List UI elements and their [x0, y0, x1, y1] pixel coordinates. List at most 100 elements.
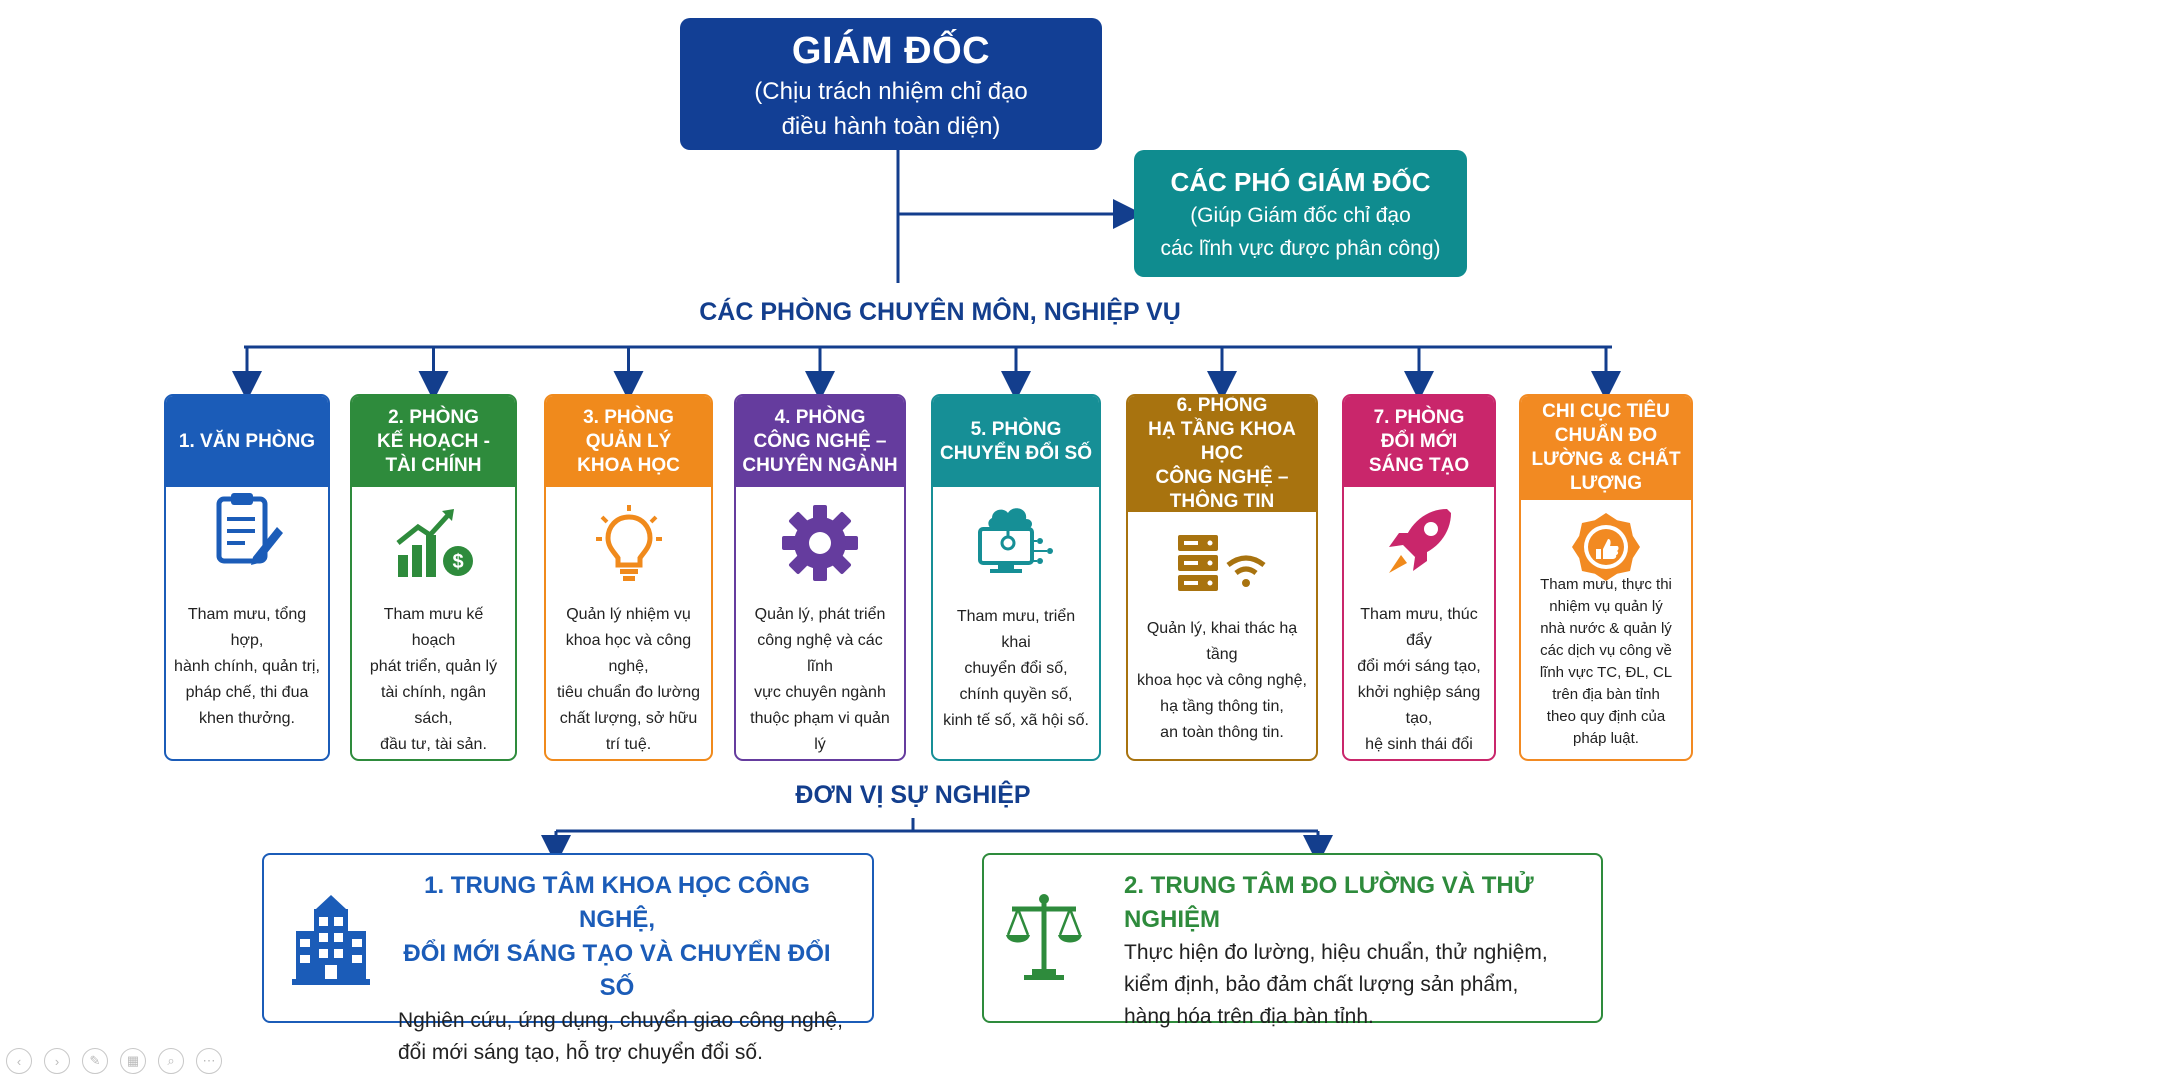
department-description-line: lĩnh vực TC, ĐL, CL	[1539, 664, 1673, 681]
department-description-line: chuyển đổi số,	[964, 660, 1068, 677]
department-title-line: QUẢN LÝ	[585, 430, 672, 452]
department-description-line: đầu tư, tài sản.	[380, 736, 487, 753]
server-wifi-icon	[1128, 524, 1316, 604]
department-title-line: THÔNG TIN	[1169, 491, 1275, 512]
department-description: Tham mưu, triển khai chuyển đổi số, chính …	[933, 604, 1099, 734]
department-description-line: các dịch vụ công về	[1540, 642, 1672, 659]
director-subtitle-line-1: (Chịu trách nhiệm chỉ đạo	[754, 78, 1028, 105]
department-description-line: nhiệm vụ quản lý	[1549, 598, 1663, 615]
zoom-icon[interactable]: ⌕	[158, 1048, 184, 1074]
unit-description-line: đổi mới sáng tạo, hỗ trợ chuyển đổi số.	[398, 1041, 763, 1064]
deputy-subtitle-line-1: (Giúp Giám đốc chỉ đạo	[1190, 204, 1411, 227]
department-description-line: hệ sinh thái đổi mới	[1365, 736, 1473, 753]
department-description-line: khởi nghiệp sáng tạo,	[1357, 684, 1481, 727]
department-title-line: CHUYỂN ĐỔI SỐ	[939, 442, 1093, 464]
quality-badge-icon	[1521, 507, 1691, 587]
unit-title-line: 1. TRUNG TÂM KHOA HỌC CÔNG NGHỆ,	[424, 872, 810, 933]
department-title-line: 5. PHÒNG	[970, 418, 1062, 440]
department-title-line: 3. PHÒNG	[583, 406, 674, 428]
department-description-line: kinh tế số, xã hội số.	[943, 712, 1089, 729]
department-description: Tham mưu, tổng hợp,hành chính, quản trị,…	[166, 602, 328, 732]
unit-description-line: Nghiên cứu, ứng dụng, chuyển giao công n…	[398, 1009, 843, 1032]
department-description-line: chính quyền số,	[959, 686, 1073, 703]
department-description-line: chất lượng, sở hữu	[559, 710, 698, 727]
department-description-line: pháp chế, thi đua	[185, 684, 309, 701]
department-title-line: 6. PHÒNG	[1176, 395, 1268, 416]
department-title-line: 2. PHÒNG	[388, 406, 479, 428]
department-description-line: khoa học và công nghệ,	[565, 632, 692, 675]
department-description-line: Quản lý, khai thác hạ tầng	[1146, 620, 1298, 663]
department-title-line: 4. PHÒNG	[774, 406, 866, 428]
department-description-line: phát triển, quản lý	[369, 658, 498, 675]
building-icon	[288, 891, 374, 992]
department-title-line: 1. VĂN PHÒNG	[178, 430, 316, 452]
next-slide-icon[interactable]: ›	[44, 1048, 70, 1074]
department-description-line: Quản lý nhiệm vụ	[566, 606, 691, 623]
department-description-line: Tham mưu kế hoạch	[383, 606, 484, 649]
director-title: GIÁM ĐỐC	[791, 30, 991, 72]
department-description-line: pháp luật.	[1573, 730, 1639, 747]
department-description-line: khoa học và công nghệ,	[1137, 672, 1307, 689]
svg-text:$: $	[452, 551, 463, 573]
department-title-line: CHUẨN ĐO	[1554, 425, 1658, 446]
department-description-line: an toàn thông tin.	[1160, 724, 1284, 741]
department-description-line: Tham mưu, triển khai	[956, 608, 1076, 651]
gear-icon	[736, 503, 904, 583]
unit-description-line: Thực hiện đo lường, hiệu chuẩn, thử nghi…	[1124, 941, 1548, 964]
department-title-line: CHI CỤC TIÊU	[1542, 401, 1670, 422]
department-description-line: thuộc phạm vi quản lý	[750, 710, 890, 753]
deputy-box: CÁC PHÓ GIÁM ĐỐC (Giúp Giám đốc chỉ đạo …	[1134, 150, 1467, 277]
department-title-line: KHOA HỌC	[577, 454, 680, 476]
director-subtitle-line-2: điều hành toàn diện)	[781, 113, 1001, 140]
pen-icon[interactable]: ✎	[82, 1048, 108, 1074]
unit-text: 1. TRUNG TÂM KHOA HỌC CÔNG NGHỆ,ĐỔI MỚI …	[398, 869, 856, 1069]
department-title-line: CÔNG NGHỆ –	[1155, 467, 1289, 488]
unit-title-line: 2. TRUNG TÂM ĐO LƯỜNG VÀ THỬ NGHIỆM	[1124, 872, 1534, 933]
department-description: Tham mưu kế hoạch phát triển, quản lý tài …	[352, 602, 515, 758]
department-description-line: Tham mưu, thúc đẩy	[1360, 606, 1478, 649]
unit-box-science-center: 1. TRUNG TÂM KHOA HỌC CÔNG NGHỆ,ĐỔI MỚI …	[262, 853, 874, 1064]
unit-description-line: kiểm định, bảo đảm chất lượng sản phẩm,	[1124, 973, 1519, 996]
more-icon[interactable]: ⋯	[196, 1048, 222, 1074]
org-chart: GIÁM ĐỐC (Chịu trách nhiệm chỉ đạo điều …	[164, 18, 1693, 1064]
prev-slide-icon[interactable]: ‹	[6, 1048, 32, 1074]
department-header: 1. VĂN PHÒNG	[166, 396, 328, 487]
unit-box-measurement-center: 2. TRUNG TÂM ĐO LƯỜNG VÀ THỬ NGHIỆM Thực …	[982, 853, 1603, 1028]
department-description-line: khen thưởng.	[199, 710, 295, 727]
slides-icon[interactable]: ▦	[120, 1048, 146, 1074]
department-title-line: CHUYÊN NGÀNH	[742, 454, 898, 476]
department-description-line: trí tuệ.	[605, 736, 652, 753]
department-description-line: hành chính, quản trị,	[174, 658, 320, 675]
department-description-line: tài chính, ngân sách,	[381, 684, 486, 727]
finance-chart-icon: $	[352, 503, 515, 583]
department-title-line: LƯỜNG & CHẤT	[1531, 449, 1681, 470]
unit-description-line: hàng hóa trên địa bàn tỉnh.	[1124, 1005, 1374, 1028]
rocket-icon	[1344, 503, 1494, 583]
clipboard-icon	[166, 491, 328, 571]
scale-icon	[1004, 891, 1084, 986]
department-title-line: TÀI CHÍNH	[385, 454, 482, 476]
deputy-subtitle-line-2: các lĩnh vực được phân công)	[1160, 237, 1441, 260]
unit-text: 2. TRUNG TÂM ĐO LƯỜNG VÀ THỬ NGHIỆM Thực …	[1124, 869, 1585, 1033]
department-description-line: trên địa bàn tỉnh	[1552, 686, 1660, 703]
department-box-1: 1. VĂN PHÒNG Tham mưu, tổng hợp,hành chín…	[164, 394, 330, 761]
department-title-line: KẾ HOẠCH -	[377, 430, 490, 452]
department-description-line: của Sở.	[744, 758, 896, 759]
